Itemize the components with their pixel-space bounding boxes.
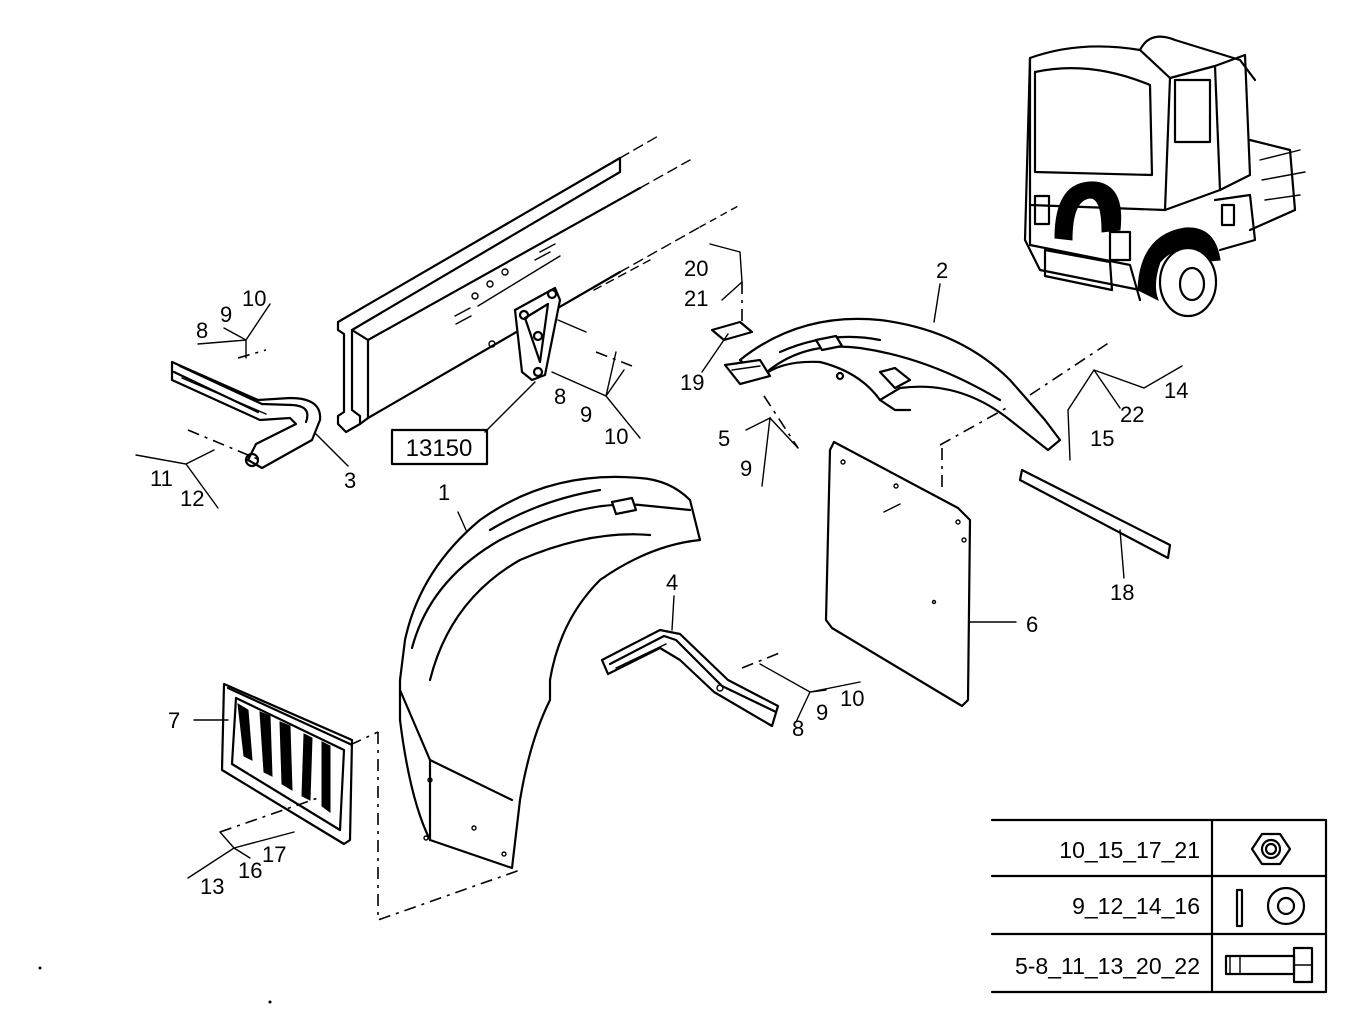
callout-18: 18 bbox=[1110, 580, 1134, 605]
callout-9a: 9 bbox=[220, 302, 232, 327]
mud-flap-7 bbox=[220, 682, 354, 846]
truck-thumbnail bbox=[1023, 35, 1306, 318]
callout-9c: 9 bbox=[816, 700, 828, 725]
callout-7: 7 bbox=[168, 708, 180, 733]
callout-19: 19 bbox=[680, 370, 704, 395]
reference-number: 13150 bbox=[406, 435, 473, 462]
callout-17: 17 bbox=[262, 842, 286, 867]
callout-12: 12 bbox=[180, 486, 204, 511]
callout-14: 14 bbox=[1164, 378, 1188, 403]
callout-9d: 9 bbox=[740, 456, 752, 481]
mudguard-1 bbox=[398, 475, 702, 870]
callout-8c: 8 bbox=[792, 716, 804, 741]
legend-row-washer-parts: 9_12_14_16 bbox=[1072, 893, 1200, 919]
callout-8a: 8 bbox=[196, 318, 208, 343]
mudguard-2 bbox=[723, 317, 1062, 452]
plate-19 bbox=[710, 320, 754, 342]
frame-holes bbox=[454, 243, 556, 348]
callout-21: 21 bbox=[684, 286, 708, 311]
callout-6: 6 bbox=[1026, 612, 1038, 637]
callout-11: 11 bbox=[150, 466, 173, 491]
legend-row-nut-parts: 10_15_17_21 bbox=[1059, 837, 1200, 863]
nut-icon bbox=[1250, 832, 1292, 866]
callout-10b: 10 bbox=[604, 424, 628, 449]
callout-10a: 10 bbox=[242, 286, 266, 311]
mounting-plate bbox=[477, 255, 651, 382]
washer-icon bbox=[1235, 886, 1306, 928]
callout-20: 20 bbox=[684, 256, 708, 281]
callout-16: 16 bbox=[238, 858, 262, 883]
callout-4: 4 bbox=[666, 570, 678, 595]
callout-10c: 10 bbox=[840, 686, 864, 711]
strip-18 bbox=[1018, 468, 1172, 560]
bracket-4 bbox=[600, 628, 780, 728]
callout-5: 5 bbox=[718, 426, 730, 451]
mud-flap-6 bbox=[824, 440, 972, 708]
callout-22: 22 bbox=[1120, 402, 1144, 427]
reference-box: 13150 bbox=[390, 381, 536, 466]
bracket-3 bbox=[170, 360, 322, 470]
bolt-icon bbox=[1224, 946, 1314, 984]
callout-2: 2 bbox=[936, 258, 948, 283]
callout-15: 15 bbox=[1090, 426, 1114, 451]
callout-1: 1 bbox=[438, 480, 450, 505]
legend-row-bolt-parts: 5-8_11_13_20_22 bbox=[1015, 953, 1200, 979]
callout-labels: 1 2 3 4 5 6 7 8 9 10 8 9 10 8 9 10 9 11 … bbox=[150, 256, 1188, 899]
leader-lines bbox=[135, 243, 1183, 879]
fastener-legend: 10_15_17_21 9_12_14_16 5-8_11_13_20_22 bbox=[990, 818, 1328, 994]
callout-8b: 8 bbox=[554, 384, 566, 409]
callout-3: 3 bbox=[344, 468, 356, 493]
construction-lines bbox=[187, 282, 1111, 922]
callout-13: 13 bbox=[200, 874, 224, 899]
chassis-frame-rail bbox=[336, 134, 741, 434]
callout-9b: 9 bbox=[580, 402, 592, 427]
